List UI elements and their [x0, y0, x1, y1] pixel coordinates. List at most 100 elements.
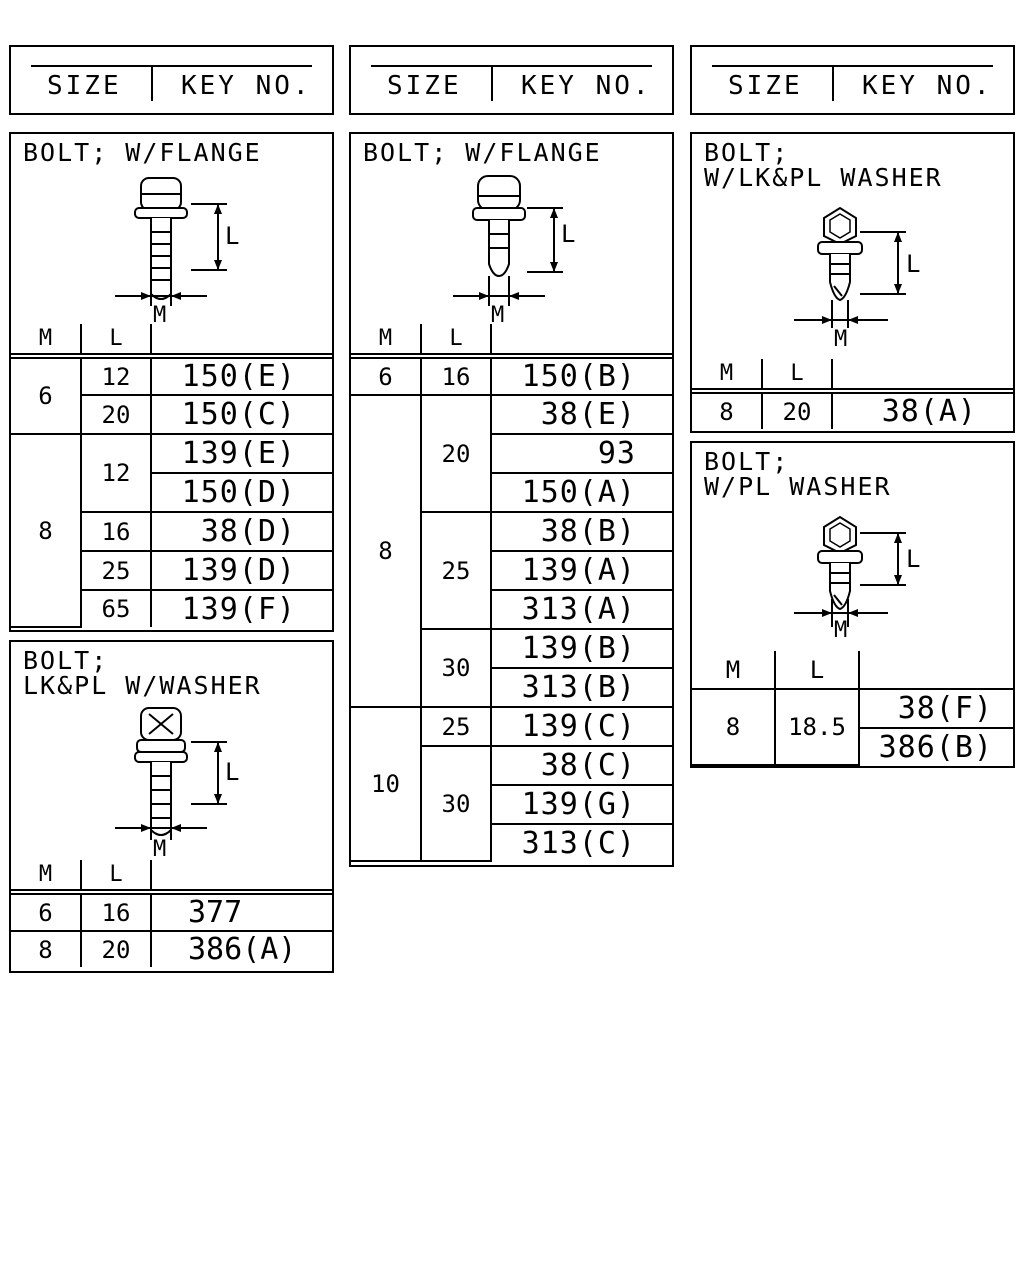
cell-key: 313(B) — [491, 667, 672, 708]
cell-m: 8 — [11, 930, 82, 967]
dim-l-label: L — [225, 222, 239, 250]
cell-m: 6 — [11, 355, 82, 435]
cell-m: 6 — [351, 355, 422, 396]
panel-title: BOLT; W/FLANGE — [363, 138, 602, 167]
panel-title-line1: BOLT; — [704, 447, 790, 476]
cell-l: 12 — [80, 433, 152, 513]
cell-m: 8 — [351, 394, 422, 708]
cell-l: 20 — [80, 930, 152, 967]
cell-key: 139(B) — [490, 628, 672, 669]
panel-title-line2: W/LK&PL WASHER — [704, 163, 943, 192]
cell-key: 38(C) — [490, 745, 672, 786]
col-m-header: M — [11, 324, 82, 359]
panel-title: BOLT; W/FLANGE — [23, 138, 262, 167]
cell-l: 12 — [80, 355, 152, 396]
cell-l: 25 — [81, 550, 152, 591]
cell-key: 150(E) — [150, 355, 332, 396]
col-l-header: L — [761, 359, 833, 394]
cell-key: 38(E) — [490, 394, 672, 435]
header-box-2: SIZE KEY NO. — [349, 45, 674, 115]
cell-m: 6 — [11, 891, 82, 932]
cell-key: 313(A) — [491, 589, 672, 630]
dim-m-label: M — [834, 618, 847, 643]
col-l-header: L — [420, 324, 492, 359]
col-m-header: M — [692, 359, 763, 394]
cell-m: 8 — [692, 390, 763, 429]
cell-key: 139(F) — [150, 589, 332, 627]
panel-title-line1: BOLT; — [23, 646, 109, 675]
cell-key: 93 — [491, 433, 672, 474]
cell-m: 8 — [692, 688, 776, 766]
cell-key: 38(D) — [150, 511, 332, 552]
col-l-header: L — [80, 324, 152, 359]
washer-bolt-icon: L M — [115, 707, 239, 860]
header-box-1: SIZE KEY NO. — [9, 45, 334, 115]
cell-l: 18.5 — [774, 688, 860, 766]
cell-m: 10 — [351, 706, 422, 862]
cell-key: 139(E) — [150, 433, 332, 474]
cell-l: 20 — [761, 390, 833, 429]
cell-l: 20 — [81, 394, 152, 435]
dim-l-label: L — [906, 545, 920, 573]
cell-l: 16 — [420, 355, 492, 396]
col-l-header: L — [80, 860, 152, 895]
cell-l: 20 — [420, 394, 492, 513]
cell-key: 38(A) — [831, 390, 1013, 429]
cell-key: 38(B) — [490, 511, 672, 552]
cell-l: 25 — [420, 706, 492, 747]
dim-l-label: L — [906, 250, 920, 278]
dim-l-label: L — [561, 220, 575, 248]
header-box-3: SIZE KEY NO. — [690, 45, 1015, 115]
dim-m-label: M — [834, 327, 847, 352]
cell-key: 139(G) — [491, 784, 672, 825]
cell-key: 38(F) — [858, 688, 1013, 729]
dim-l-label: L — [225, 758, 239, 786]
flange-bolt-icon: L M — [115, 177, 239, 328]
cell-key: 386(A) — [150, 930, 332, 967]
cell-key: 386(B) — [859, 727, 1013, 765]
key-no-label: KEY NO. — [181, 71, 312, 101]
cell-key: 150(C) — [150, 394, 332, 435]
cell-key: 377 — [150, 891, 332, 932]
cell-l: 16 — [81, 511, 152, 552]
key-no-label: KEY NO. — [862, 71, 993, 101]
dim-m-label: M — [491, 303, 504, 328]
dim-m-label: M — [153, 303, 166, 328]
cell-l: 25 — [421, 511, 492, 630]
cell-l: 16 — [80, 891, 152, 932]
key-no-label: KEY NO. — [521, 71, 652, 101]
panel-title-line1: BOLT; — [704, 138, 790, 167]
cell-key: 150(B) — [490, 355, 672, 396]
cell-key: 313(C) — [491, 823, 672, 861]
col-m-header: M — [351, 324, 422, 359]
dim-m-label: M — [153, 837, 166, 860]
cell-key: 139(A) — [491, 550, 672, 591]
cell-key: 150(D) — [151, 472, 332, 513]
cell-key: 139(C) — [490, 706, 672, 747]
cell-key: 139(D) — [150, 550, 332, 591]
cell-m: 8 — [11, 433, 82, 628]
size-label: SIZE — [728, 71, 803, 101]
cell-key: 150(A) — [491, 472, 672, 513]
cell-l: 30 — [421, 628, 492, 708]
cell-l: 30 — [421, 745, 492, 862]
panel-title-line2: LK&PL W/WASHER — [23, 671, 262, 700]
size-label: SIZE — [387, 71, 462, 101]
cell-l: 65 — [81, 589, 152, 627]
flange-bolt-icon: L M — [453, 175, 575, 328]
panel-title-line2: W/PL WASHER — [704, 472, 892, 501]
hex-washer-bolt-icon: L M — [794, 515, 920, 643]
col-m-header: M — [692, 651, 776, 690]
col-l-header: L — [774, 651, 860, 690]
hex-washer-bolt-icon: L M — [794, 206, 920, 352]
